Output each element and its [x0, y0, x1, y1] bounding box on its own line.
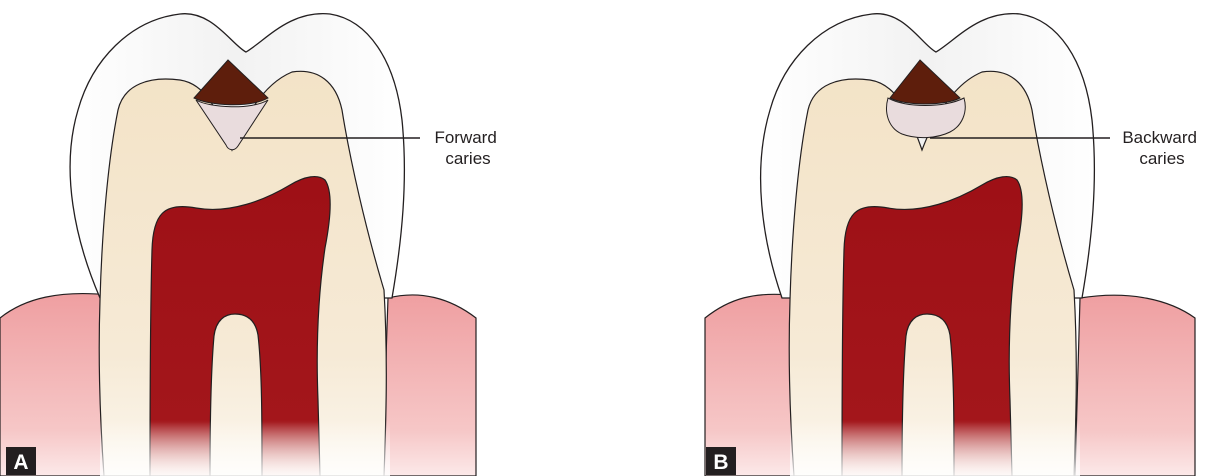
callout-label-b: Backward caries [1122, 128, 1201, 168]
panel-letter-a: A [13, 451, 28, 474]
panel-b: Backward caries B [705, 14, 1202, 476]
panel-letter-b: B [713, 451, 728, 474]
root-fade [790, 420, 1080, 476]
callout-label-a: Forward caries [434, 128, 501, 168]
gum-right [382, 295, 476, 476]
panel-a: Forward caries A [0, 14, 502, 476]
root-fade [100, 420, 390, 476]
gum-right [1075, 295, 1195, 476]
